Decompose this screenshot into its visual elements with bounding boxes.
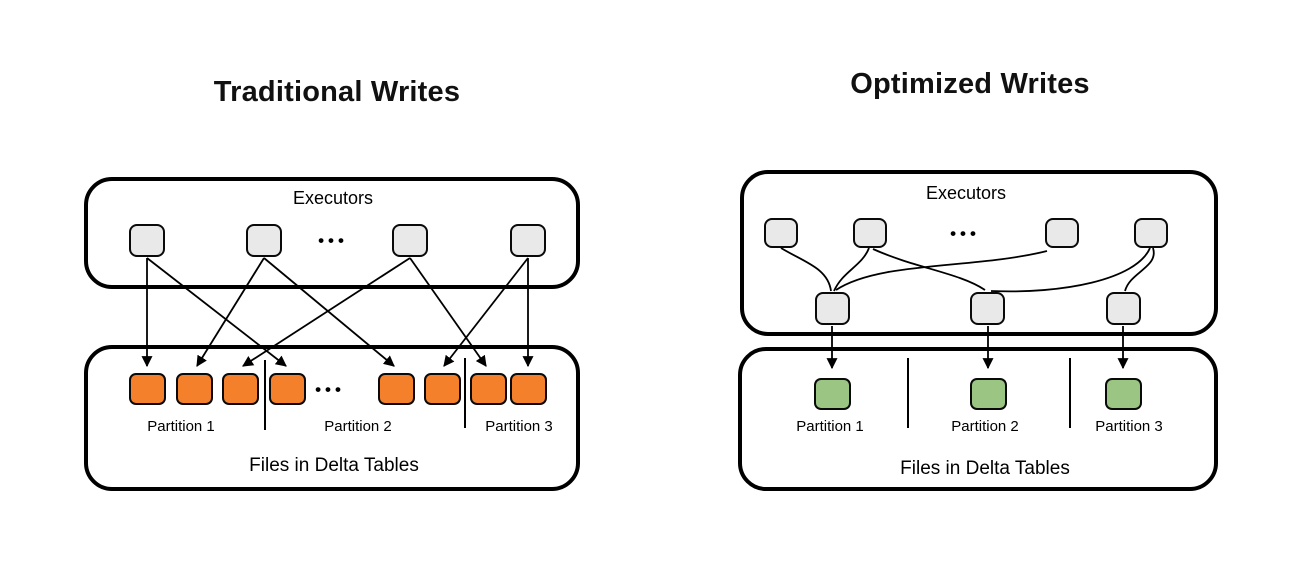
files-ellipsis: ••• xyxy=(315,380,345,399)
partition-label: Partition 1 xyxy=(796,418,864,435)
file-node xyxy=(269,373,306,405)
left-files-box xyxy=(84,345,580,491)
writer-node xyxy=(815,292,850,325)
file-node xyxy=(222,373,259,405)
partition-divider xyxy=(464,358,466,428)
optimized-writes-title: Optimized Writes xyxy=(850,68,1090,100)
partition-divider xyxy=(264,360,266,430)
partition-label: Partition 3 xyxy=(1095,418,1163,435)
partition-divider xyxy=(907,358,909,428)
writer-node xyxy=(970,292,1005,325)
partition-divider xyxy=(1069,358,1071,428)
file-node xyxy=(1105,378,1142,410)
file-node xyxy=(378,373,415,405)
left-executors-label: Executors xyxy=(292,188,374,208)
right-files-box xyxy=(738,347,1218,491)
partition-label: Partition 1 xyxy=(147,418,215,435)
executor-node xyxy=(1134,218,1168,248)
right-files-label: Files in Delta Tables xyxy=(900,458,1070,479)
partition-label: Partition 2 xyxy=(951,418,1019,435)
executor-node xyxy=(129,224,165,257)
writer-node xyxy=(1106,292,1141,325)
executor-node xyxy=(853,218,887,248)
executor-node xyxy=(246,224,282,257)
traditional-writes-title: Traditional Writes xyxy=(213,76,461,108)
executor-node xyxy=(510,224,546,257)
right-executors-label: Executors xyxy=(925,183,1007,203)
executors-ellipsis: ••• xyxy=(318,231,348,250)
file-node xyxy=(470,373,507,405)
file-node xyxy=(814,378,851,410)
executor-node xyxy=(392,224,428,257)
file-node xyxy=(970,378,1007,410)
file-node xyxy=(129,373,166,405)
partition-label: Partition 3 xyxy=(485,418,553,435)
executor-node xyxy=(1045,218,1079,248)
partition-label: Partition 2 xyxy=(324,418,392,435)
executor-node xyxy=(764,218,798,248)
executors-ellipsis: ••• xyxy=(950,224,980,243)
file-node xyxy=(424,373,461,405)
file-node xyxy=(510,373,547,405)
file-node xyxy=(176,373,213,405)
left-files-label: Files in Delta Tables xyxy=(249,455,419,476)
